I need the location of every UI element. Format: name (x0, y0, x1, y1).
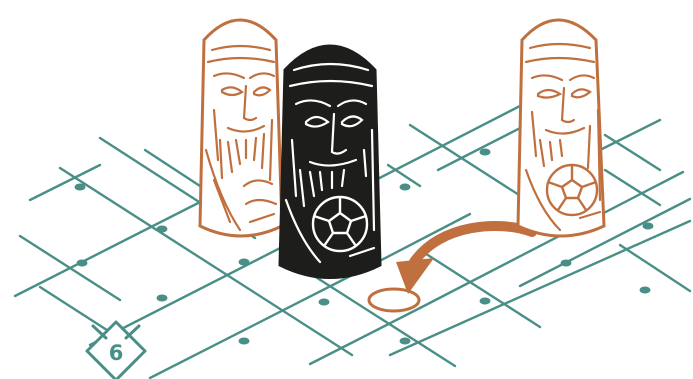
step-badge: 6 (87, 322, 145, 379)
left-copper-stone[interactable] (200, 20, 282, 236)
target-space[interactable] (369, 289, 419, 311)
step-number: 6 (109, 341, 124, 365)
right-copper-stone[interactable] (518, 20, 604, 236)
center-dark-stone[interactable] (280, 46, 380, 278)
